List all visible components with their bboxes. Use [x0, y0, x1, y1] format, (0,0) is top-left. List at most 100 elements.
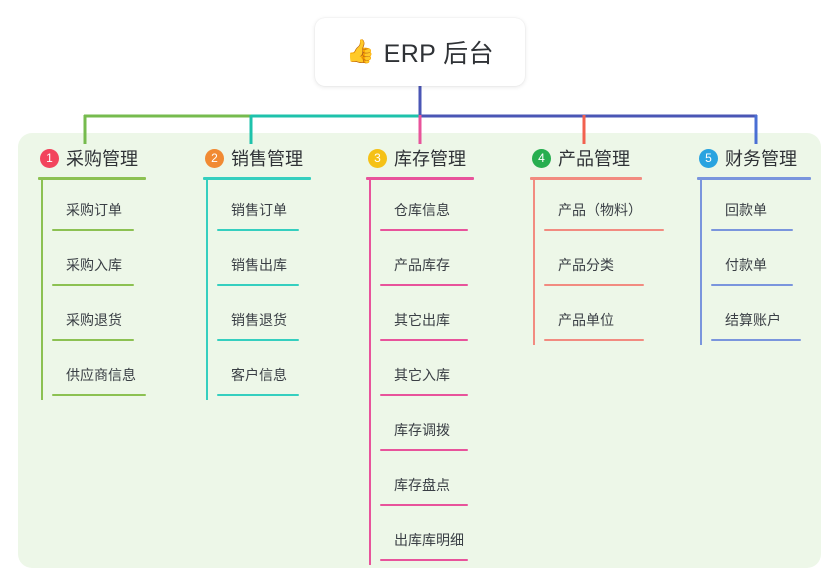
branch-header-1[interactable]: 1 采购管理 [38, 146, 186, 170]
branch-items-1: 采购订单采购入库采购退货供应商信息 [38, 180, 186, 400]
root-node[interactable]: 👍 ERP 后台 [315, 18, 525, 86]
leaf-node[interactable]: 产品库存 [380, 235, 514, 290]
leaf-underline [380, 229, 468, 231]
leaf-node[interactable]: 客户信息 [217, 345, 351, 400]
branch-underline [366, 177, 474, 180]
leaf-node[interactable]: 产品分类 [544, 235, 682, 290]
branch-header-4[interactable]: 4 产品管理 [530, 146, 682, 170]
leaf-underline [711, 339, 801, 341]
leaf-underline [544, 339, 644, 341]
branch-title: 库存管理 [394, 149, 466, 169]
leaf-underline [52, 229, 134, 231]
leaf-underline [711, 284, 793, 286]
leaf-node[interactable]: 产品（物料） [544, 180, 682, 235]
leaf-node[interactable]: 销售出库 [217, 235, 351, 290]
leaf-underline [52, 284, 134, 286]
branch-spine [41, 180, 43, 400]
branch-column-3[interactable]: 3 库存管理 仓库信息产品库存其它出库其它入库库存调拨库存盘点出库库明细 [366, 146, 514, 565]
branch-header-2[interactable]: 2 销售管理 [203, 146, 351, 170]
branch-underline [203, 177, 311, 180]
leaf-label: 产品分类 [558, 257, 614, 273]
leaf-label: 采购退货 [66, 312, 122, 328]
leaf-node[interactable]: 仓库信息 [380, 180, 514, 235]
branch-title: 采购管理 [66, 149, 138, 169]
leaf-node[interactable]: 供应商信息 [52, 345, 186, 400]
leaf-label: 供应商信息 [66, 367, 136, 383]
leaf-node[interactable]: 其它入库 [380, 345, 514, 400]
leaf-underline [52, 394, 146, 396]
leaf-label: 销售退货 [231, 312, 287, 328]
leaf-node[interactable]: 销售退货 [217, 290, 351, 345]
leaf-node[interactable]: 库存调拨 [380, 400, 514, 455]
leaf-underline [380, 559, 468, 561]
leaf-node[interactable]: 出库库明细 [380, 510, 514, 565]
branch-number-badge: 3 [368, 148, 387, 168]
leaf-node[interactable]: 采购退货 [52, 290, 186, 345]
leaf-label: 库存盘点 [394, 477, 450, 493]
branch-header-5[interactable]: 5 财务管理 [697, 146, 821, 170]
leaf-label: 采购订单 [66, 202, 122, 218]
thumbs-up-icon: 👍 [346, 38, 375, 65]
leaf-node[interactable]: 其它出库 [380, 290, 514, 345]
leaf-label: 库存调拨 [394, 422, 450, 438]
branch-underline [697, 177, 811, 180]
branch-number-badge: 2 [205, 148, 224, 168]
leaf-label: 采购入库 [66, 257, 122, 273]
leaf-label: 其它入库 [394, 367, 450, 383]
leaf-label: 产品（物料） [558, 202, 642, 218]
branch-column-5[interactable]: 5 财务管理 回款单付款单结算账户 [697, 146, 821, 345]
branch-header-3[interactable]: 3 库存管理 [366, 146, 514, 170]
branch-title: 产品管理 [558, 149, 630, 169]
leaf-node[interactable]: 采购订单 [52, 180, 186, 235]
branch-spine [700, 180, 702, 345]
leaf-node[interactable]: 销售订单 [217, 180, 351, 235]
leaf-underline [217, 394, 299, 396]
branch-column-2[interactable]: 2 销售管理 销售订单销售出库销售退货客户信息 [203, 146, 351, 400]
root-node-content: 👍 ERP 后台 [346, 34, 494, 70]
leaf-label: 出库库明细 [394, 532, 464, 548]
leaf-node[interactable]: 回款单 [711, 180, 821, 235]
leaf-underline [217, 284, 299, 286]
leaf-label: 仓库信息 [394, 202, 450, 218]
branch-number-badge: 1 [40, 148, 59, 168]
branch-column-1[interactable]: 1 采购管理 采购订单采购入库采购退货供应商信息 [38, 146, 186, 400]
leaf-label: 结算账户 [725, 312, 781, 328]
leaf-underline [52, 339, 134, 341]
branch-number-badge: 4 [532, 148, 551, 168]
leaf-label: 销售订单 [231, 202, 287, 218]
leaf-label: 销售出库 [231, 257, 287, 273]
leaf-node[interactable]: 采购入库 [52, 235, 186, 290]
leaf-underline [380, 504, 468, 506]
branch-spine [533, 180, 535, 345]
leaf-node[interactable]: 结算账户 [711, 290, 821, 345]
branch-spine [369, 180, 371, 565]
root-title: ERP 后台 [383, 40, 494, 68]
branch-items-2: 销售订单销售出库销售退货客户信息 [203, 180, 351, 400]
leaf-underline [380, 394, 468, 396]
diagram-panel [18, 133, 821, 568]
leaf-node[interactable]: 库存盘点 [380, 455, 514, 510]
leaf-label: 回款单 [725, 202, 767, 218]
leaf-underline [217, 229, 299, 231]
leaf-label: 客户信息 [231, 367, 287, 383]
leaf-underline [380, 284, 468, 286]
leaf-node[interactable]: 付款单 [711, 235, 821, 290]
branch-underline [38, 177, 146, 180]
leaf-label: 产品库存 [394, 257, 450, 273]
branch-title: 财务管理 [725, 149, 797, 169]
leaf-underline [380, 449, 468, 451]
branch-title: 销售管理 [231, 149, 303, 169]
leaf-underline [380, 339, 468, 341]
leaf-label: 付款单 [725, 257, 767, 273]
leaf-node[interactable]: 产品单位 [544, 290, 682, 345]
leaf-underline [217, 339, 299, 341]
leaf-underline [544, 284, 644, 286]
leaf-underline [544, 229, 664, 231]
branch-items-5: 回款单付款单结算账户 [697, 180, 821, 345]
branch-column-4[interactable]: 4 产品管理 产品（物料） 产品分类产品单位 [530, 146, 682, 345]
leaf-label: 其它出库 [394, 312, 450, 328]
leaf-label: 产品单位 [558, 312, 614, 328]
branch-items-3: 仓库信息产品库存其它出库其它入库库存调拨库存盘点出库库明细 [366, 180, 514, 565]
branch-spine [206, 180, 208, 400]
